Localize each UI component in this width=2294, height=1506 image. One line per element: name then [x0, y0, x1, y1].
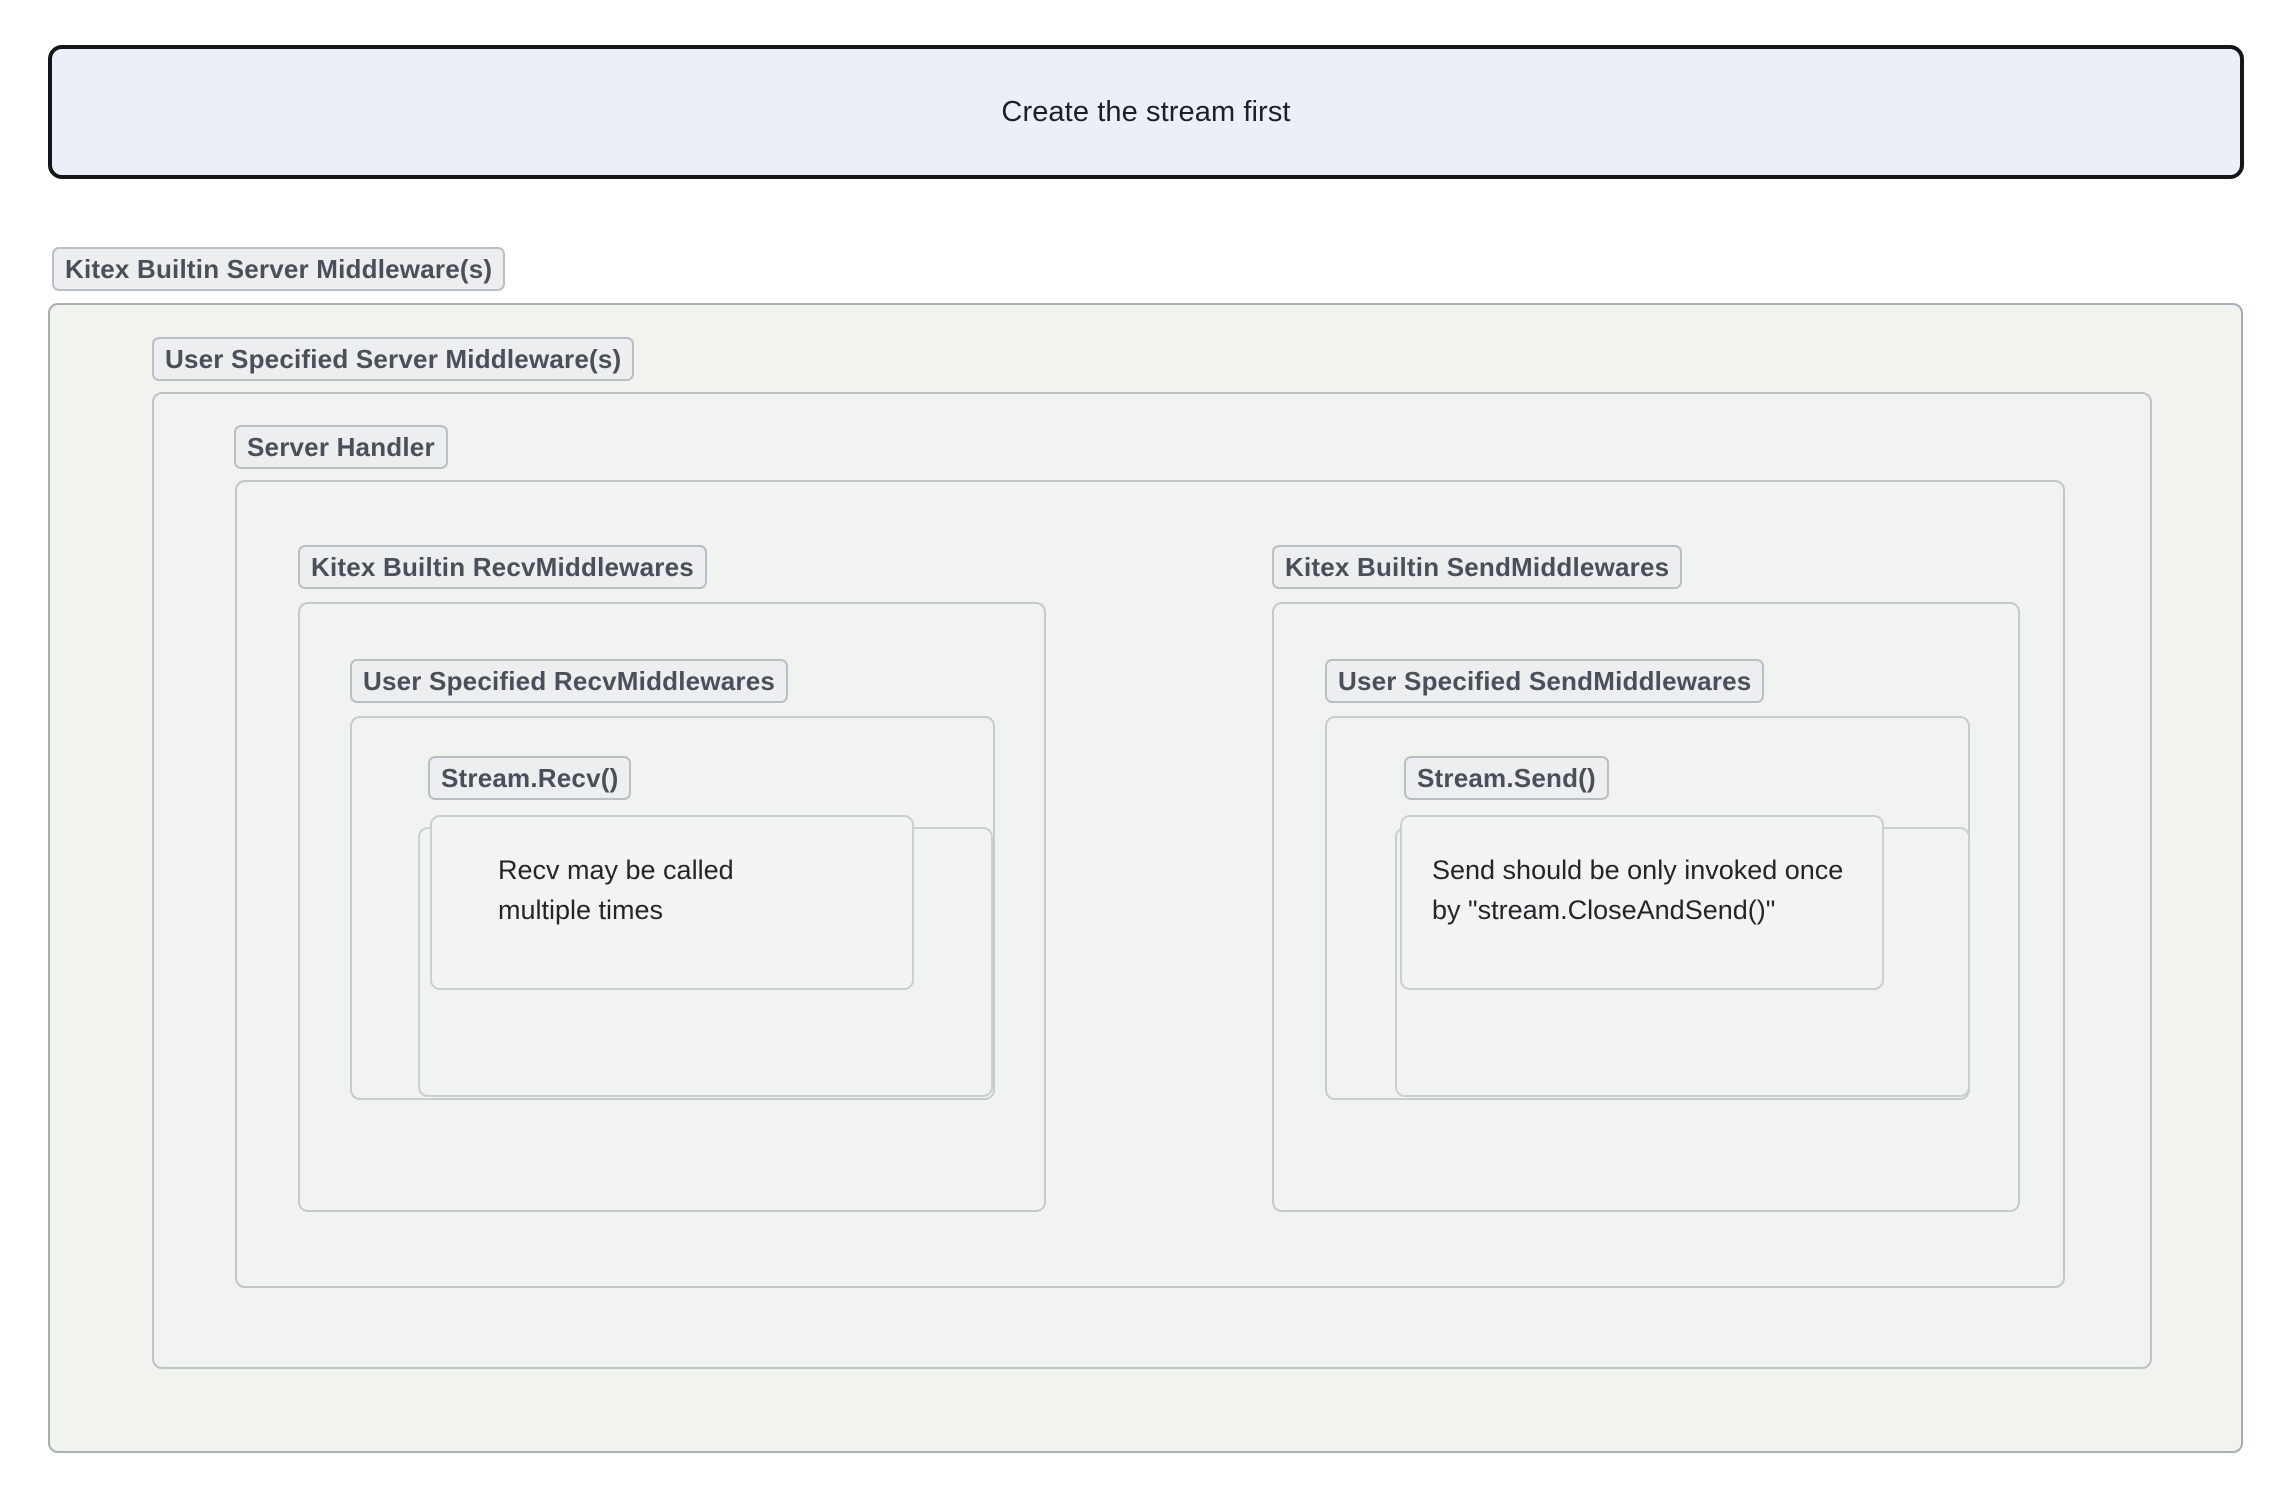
note-recv: Recv may be called multiple times — [430, 815, 914, 990]
note-recv-text: Recv may be called multiple times — [498, 855, 734, 925]
label-server-handler: Server Handler — [234, 425, 448, 469]
label-kitex-builtin-server-middleware: Kitex Builtin Server Middleware(s) — [52, 247, 506, 291]
label-kitex-builtin-recv-middlewares: Kitex Builtin RecvMiddlewares — [298, 545, 707, 589]
label-stream-recv: Stream.Recv() — [428, 756, 632, 800]
label-user-specified-send-middlewares: User Specified SendMiddlewares — [1325, 659, 1765, 703]
note-send: Send should be only invoked once by "str… — [1400, 815, 1884, 990]
note-send-text: Send should be only invoked once by "str… — [1432, 855, 1844, 925]
label-user-specified-server-middleware: User Specified Server Middleware(s) — [152, 337, 635, 381]
label-kitex-builtin-send-middlewares: Kitex Builtin SendMiddlewares — [1272, 545, 1683, 589]
label-stream-send: Stream.Send() — [1404, 756, 1609, 800]
create-stream-banner: Create the stream first — [48, 45, 2244, 179]
banner-label: Create the stream first — [1001, 95, 1291, 128]
label-user-specified-recv-middlewares: User Specified RecvMiddlewares — [350, 659, 789, 703]
